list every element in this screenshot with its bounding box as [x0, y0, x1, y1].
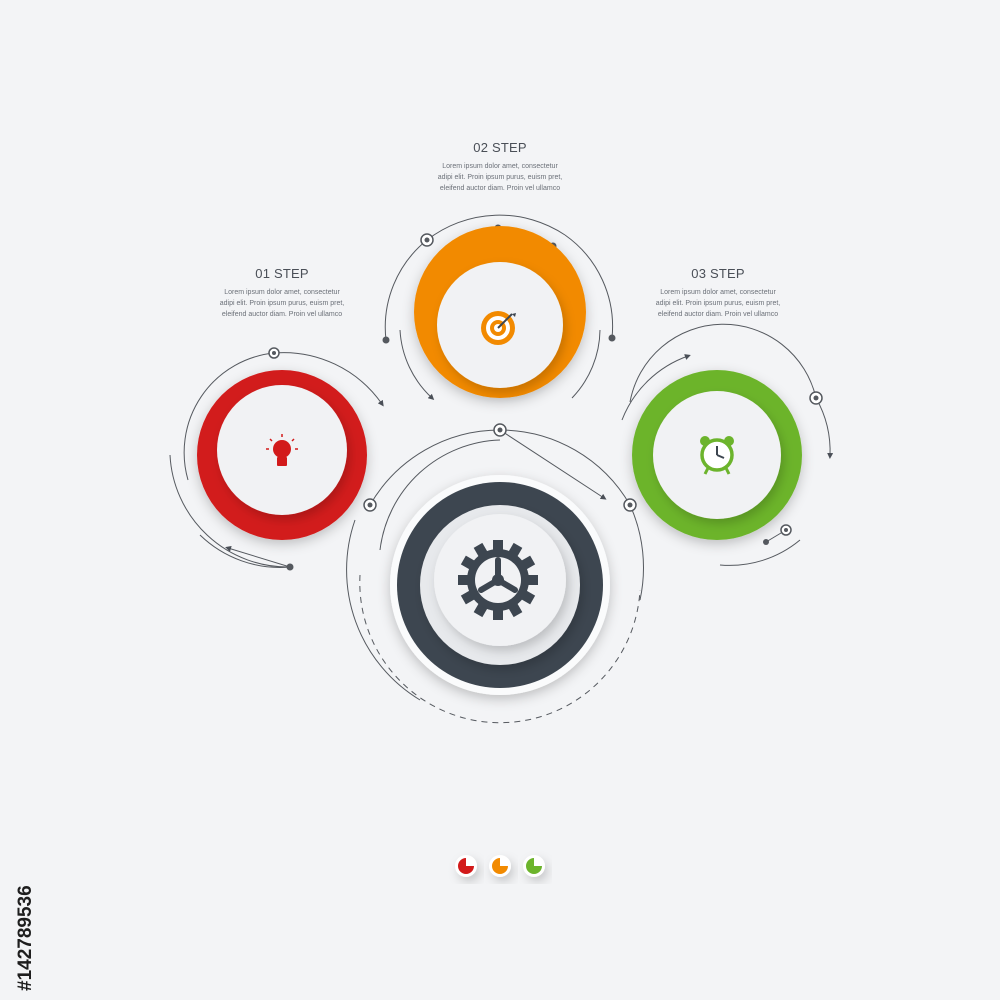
color-palette [455, 855, 545, 877]
step-2-line-1: Lorem ipsum dolor amet, consectetur [442, 163, 558, 170]
step-3-text: 03 STEP Lorem ipsum dolor amet, consecte… [628, 266, 808, 320]
gear-icon [458, 540, 538, 620]
step-2-title: 02 STEP [473, 140, 527, 155]
step-3-line-1: Lorem ipsum dolor amet, consectetur [660, 289, 776, 296]
palette-swatch-green [523, 855, 545, 877]
step-1-title: 01 STEP [255, 266, 309, 281]
stock-id-text: #142789536 [15, 885, 36, 991]
step-3-line-2: adipi elit. Proin ipsum purus, euism pre… [655, 300, 781, 307]
connector-lines [169, 214, 834, 724]
step-3-title: 03 STEP [691, 266, 745, 281]
step-1-line-1: Lorem ipsum dolor amet, consectetur [224, 289, 340, 296]
palette-swatch-red [455, 855, 477, 877]
step-2-line-2: adipi elit. Proin ipsum purus, euism pre… [437, 174, 563, 181]
step-1-text: 01 STEP Lorem ipsum dolor amet, consecte… [192, 266, 372, 320]
step-2-line-3: eleifend auctor diam. Proin vel ullamco [439, 185, 561, 192]
stock-id-watermark: #142789536 [6, 765, 36, 995]
lightbulb-icon [266, 434, 298, 466]
step-2-text: 02 STEP Lorem ipsum dolor amet, consecte… [410, 140, 590, 194]
target-icon [481, 311, 516, 345]
step-1-line-3: eleifend auctor diam. Proin vel ullamco [221, 311, 343, 318]
palette-swatch-orange [489, 855, 511, 877]
alarm-clock-icon [700, 436, 734, 475]
step-3-line-3: eleifend auctor diam. Proin vel ullamco [657, 311, 779, 318]
step-1-line-2: adipi elit. Proin ipsum purus, euism pre… [219, 300, 345, 307]
